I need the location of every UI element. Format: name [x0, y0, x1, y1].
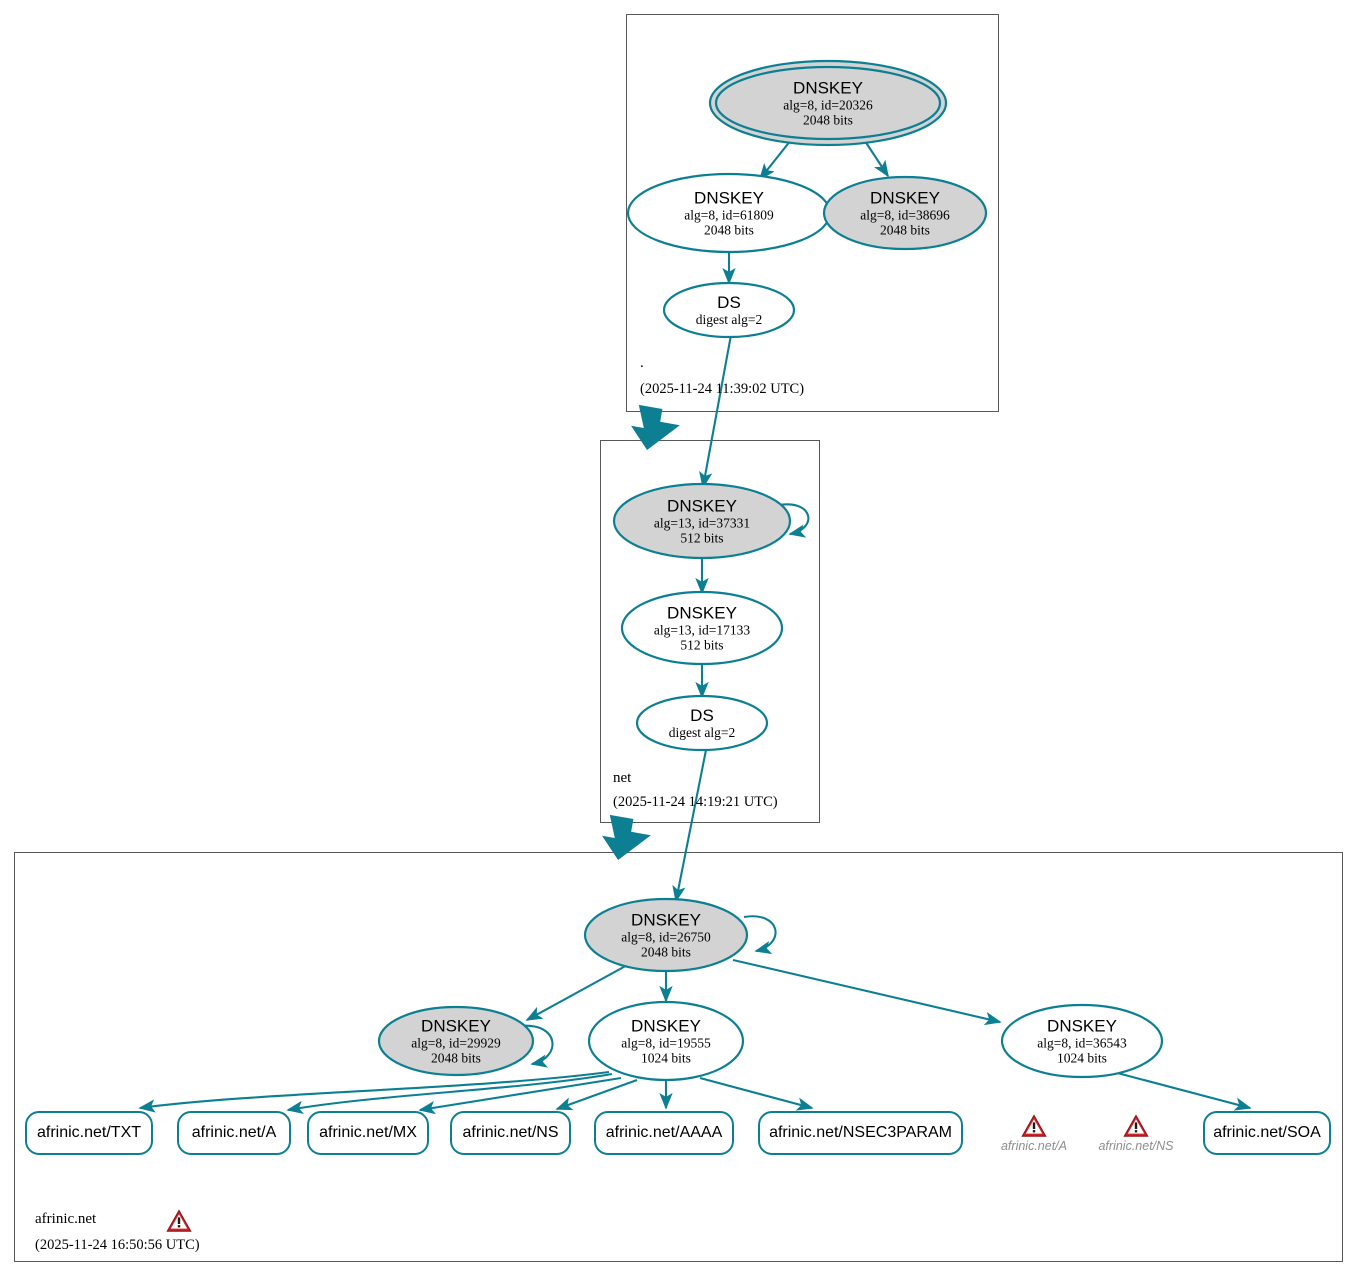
rrset-afrinic-net-mx[interactable]: afrinic.net/MX: [307, 1111, 429, 1155]
node-net-dnskey-37331[interactable]: [612, 482, 792, 560]
zone-box-afrinic: [14, 852, 1343, 1262]
zone-box-net: [600, 440, 820, 823]
rrset-afrinic-net-soa[interactable]: afrinic.net/SOA: [1203, 1111, 1331, 1155]
zone-warning-triangle-icon: [166, 1209, 192, 1232]
edge-afr-29929-selfsign: [519, 1024, 554, 1068]
node-afr-dnskey-29929[interactable]: [377, 1005, 535, 1077]
edge-19555-to-ns: [555, 1079, 638, 1111]
zone-timestamp-net: (2025-11-24 14:19:21 UTC): [613, 794, 778, 810]
edge-afr-ksk-selfsign: [743, 915, 777, 955]
edge-afr-ksk-to-29929: [525, 962, 632, 1021]
zone-label-net: net: [613, 770, 632, 786]
edge-19555-to-mx: [418, 1076, 622, 1115]
node-root-dnskey-38696[interactable]: [822, 175, 988, 251]
rrset-afrinic-net-txt[interactable]: afrinic.net/TXT: [25, 1111, 153, 1155]
edge-19555-to-txt: [138, 1070, 610, 1113]
zone-label-afrinic: afrinic.net: [35, 1211, 97, 1227]
zone-box-root: [626, 14, 999, 412]
warning-triangle-icon: [1021, 1114, 1047, 1137]
zone-timestamp-root: (2025-11-24 11:39:02 UTC): [640, 381, 805, 397]
node-afr-dnskey-36543[interactable]: [1000, 1003, 1164, 1079]
rrset-afrinic-net-aaaa[interactable]: afrinic.net/AAAA: [594, 1111, 734, 1155]
warning-triangle-icon: [1123, 1114, 1149, 1137]
edge-36543-to-soa: [1105, 1068, 1252, 1111]
edge-afr-ksk-to-36543: [732, 958, 1002, 1026]
node-net-dnskey-17133[interactable]: [620, 590, 784, 666]
delegation-arrow-net-to-afrinic: [602, 814, 651, 860]
node-shape-layer: [377, 59, 1164, 1082]
edge-19555-to-nsec3param: [699, 1076, 814, 1111]
zone-timestamp-afrinic: (2025-11-24 16:50:56 UTC): [35, 1237, 200, 1253]
error-node-afrinic-net-a[interactable]: afrinic.net/A: [988, 1114, 1080, 1153]
delegation-arrow-root-to-net: [631, 404, 680, 450]
edge-net-ds-to-afrinic-dnskey: [672, 749, 708, 903]
node-root-ksk-inner[interactable]: [714, 65, 942, 141]
node-net-ds[interactable]: [635, 694, 769, 752]
edge-root-ds-to-net-dnskey: [699, 334, 733, 489]
error-node-label: afrinic.net/A: [1000, 1139, 1067, 1153]
node-root-ds[interactable]: [662, 281, 796, 339]
edge-net-ksk-selfsign: [774, 503, 810, 538]
rrset-afrinic-net-a[interactable]: afrinic.net/A: [177, 1111, 291, 1155]
error-node-label: afrinic.net/NS: [1098, 1139, 1174, 1153]
node-afr-dnskey-19555[interactable]: [587, 1000, 745, 1082]
zone-label-root: .: [640, 355, 644, 371]
rrset-afrinic-net-nsec3param[interactable]: afrinic.net/NSEC3PARAM: [758, 1111, 963, 1155]
edge-19555-to-a: [286, 1072, 613, 1115]
node-afr-dnskey-26750[interactable]: [583, 897, 749, 973]
node-root-dnskey-61809[interactable]: [626, 172, 832, 254]
error-node-afrinic-net-ns[interactable]: afrinic.net/NS: [1086, 1114, 1186, 1153]
rrset-afrinic-net-ns[interactable]: afrinic.net/NS: [450, 1111, 571, 1155]
